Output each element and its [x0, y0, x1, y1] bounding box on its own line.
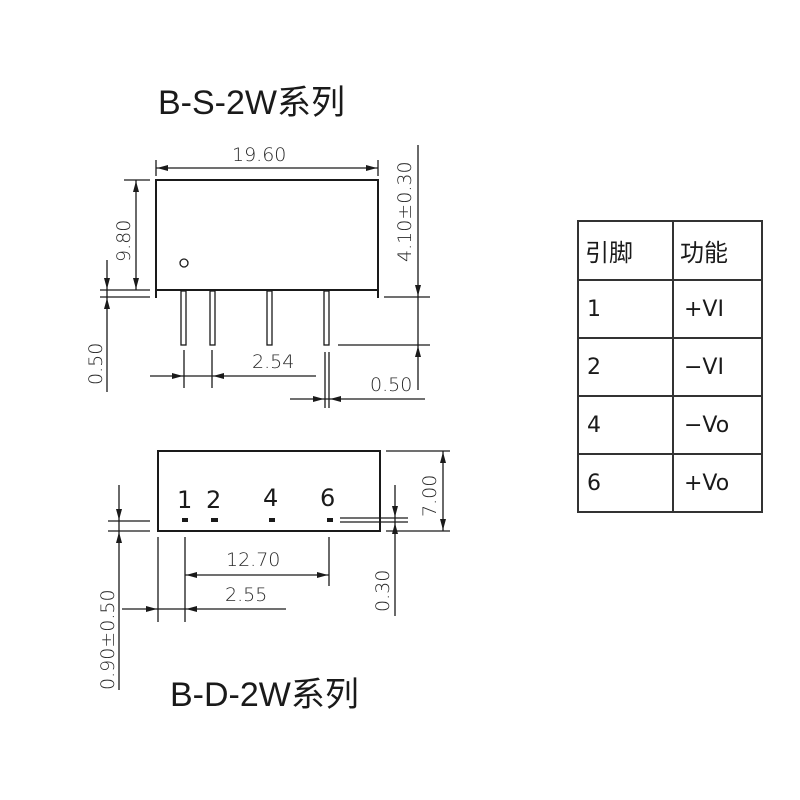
pin-labels: 1 2 4 6	[177, 484, 335, 514]
svg-text:0.90±0.50: 0.90±0.50	[97, 589, 119, 690]
svg-text:4.10±0.30: 4.10±0.30	[394, 161, 416, 262]
svg-text:0.50: 0.50	[370, 374, 412, 396]
svg-text:0.30: 0.30	[372, 570, 394, 612]
svg-text:12.70: 12.70	[226, 549, 280, 571]
svg-text:2.55: 2.55	[225, 584, 267, 606]
table-row: 4 −Vo	[577, 395, 763, 455]
svg-text:6: 6	[320, 484, 335, 512]
table-row: 2 −VI	[577, 337, 763, 397]
pin-function-table: 引脚 功能 1 +VI 2 −VI 4 −Vo 6 +Vo	[577, 220, 763, 513]
function-cell: −VI	[672, 337, 763, 397]
pin-cell: 2	[577, 337, 674, 397]
module-body-bottom	[157, 450, 381, 532]
dim-offset: 2.55	[122, 537, 286, 622]
dim-width: 7.00	[386, 450, 450, 532]
table-row: 6 +Vo	[577, 453, 763, 513]
header-function: 功能	[672, 220, 763, 281]
svg-text:0.50: 0.50	[85, 343, 107, 385]
svg-text:9.80: 9.80	[113, 220, 135, 262]
pin-pads	[182, 518, 333, 522]
pin-cell: 1	[577, 279, 674, 339]
dim-pin-width: 0.50	[290, 352, 425, 408]
svg-text:1: 1	[177, 486, 192, 514]
module-body-side	[155, 179, 379, 291]
bottom-view-title: B-D-2W系列	[170, 676, 359, 714]
svg-text:19.60: 19.60	[232, 144, 286, 166]
function-cell: +VI	[672, 279, 763, 339]
dim-length: 19.60	[155, 144, 379, 176]
pin1-marker-icon	[179, 258, 189, 268]
dim-edge-offset: 0.90±0.50	[97, 485, 150, 690]
top-view-title: B-S-2W系列	[158, 84, 345, 122]
dim-height: 9.80	[100, 179, 150, 291]
pins-side	[180, 290, 330, 346]
pin-cell: 6	[577, 453, 674, 513]
svg-text:2.54: 2.54	[252, 351, 294, 373]
svg-text:7.00: 7.00	[419, 475, 441, 517]
table-row: 1 +VI	[577, 279, 763, 339]
header-pin: 引脚	[577, 220, 674, 281]
svg-text:2: 2	[206, 486, 221, 514]
pin-cell: 4	[577, 395, 674, 455]
dim-pin-length: 4.10±0.30	[338, 145, 430, 390]
table-header-row: 引脚 功能	[577, 220, 763, 281]
dim-span: 12.70	[184, 537, 330, 622]
function-cell: +Vo	[672, 453, 763, 513]
dim-pin-inset: 0.30	[340, 485, 408, 616]
function-cell: −Vo	[672, 395, 763, 455]
dim-pin-pitch: 2.54	[150, 350, 316, 388]
dim-standoff: 0.50	[85, 260, 150, 392]
svg-text:4: 4	[263, 484, 278, 512]
